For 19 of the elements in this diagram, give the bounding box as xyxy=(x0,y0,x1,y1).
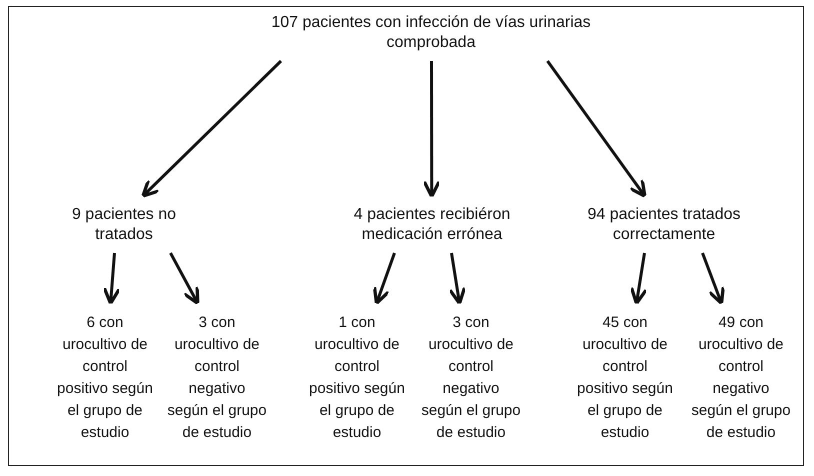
outcome-text: 45 con urocultivo de control positivo según el grupo de estudio xyxy=(575,312,675,444)
arrow xyxy=(546,60,647,198)
arrow xyxy=(630,252,648,306)
outcome-text: 49 con urocultivo de control negativo según el grupo de estudio xyxy=(691,312,791,444)
arrow xyxy=(169,252,200,305)
outcome-text: 3 con urocultivo de control negativo según el grupo de estudio xyxy=(167,312,267,444)
group-text: 4 pacientes recibiéron medicación errónea xyxy=(327,205,537,245)
group-text: 9 pacientes no tratados xyxy=(49,205,199,245)
root-text: 107 pacientes con infección de vías urinarias comprobada xyxy=(271,13,591,53)
group-text: 94 pacientes tratados correctamente xyxy=(569,205,759,245)
outcome-text: 3 con urocultivo de control negativo según el grupo de estudio xyxy=(421,312,521,444)
arrow xyxy=(701,252,725,306)
outcome-text: 6 con urocultivo de control positivo según el grupo de estudio xyxy=(55,312,155,444)
arrow xyxy=(422,61,441,198)
arrow xyxy=(141,60,282,198)
outcome-text: 1 con urocultivo de control positivo según el grupo de estudio xyxy=(307,312,407,444)
arrow xyxy=(448,252,466,306)
arrow xyxy=(372,252,396,306)
arrow xyxy=(102,252,121,306)
